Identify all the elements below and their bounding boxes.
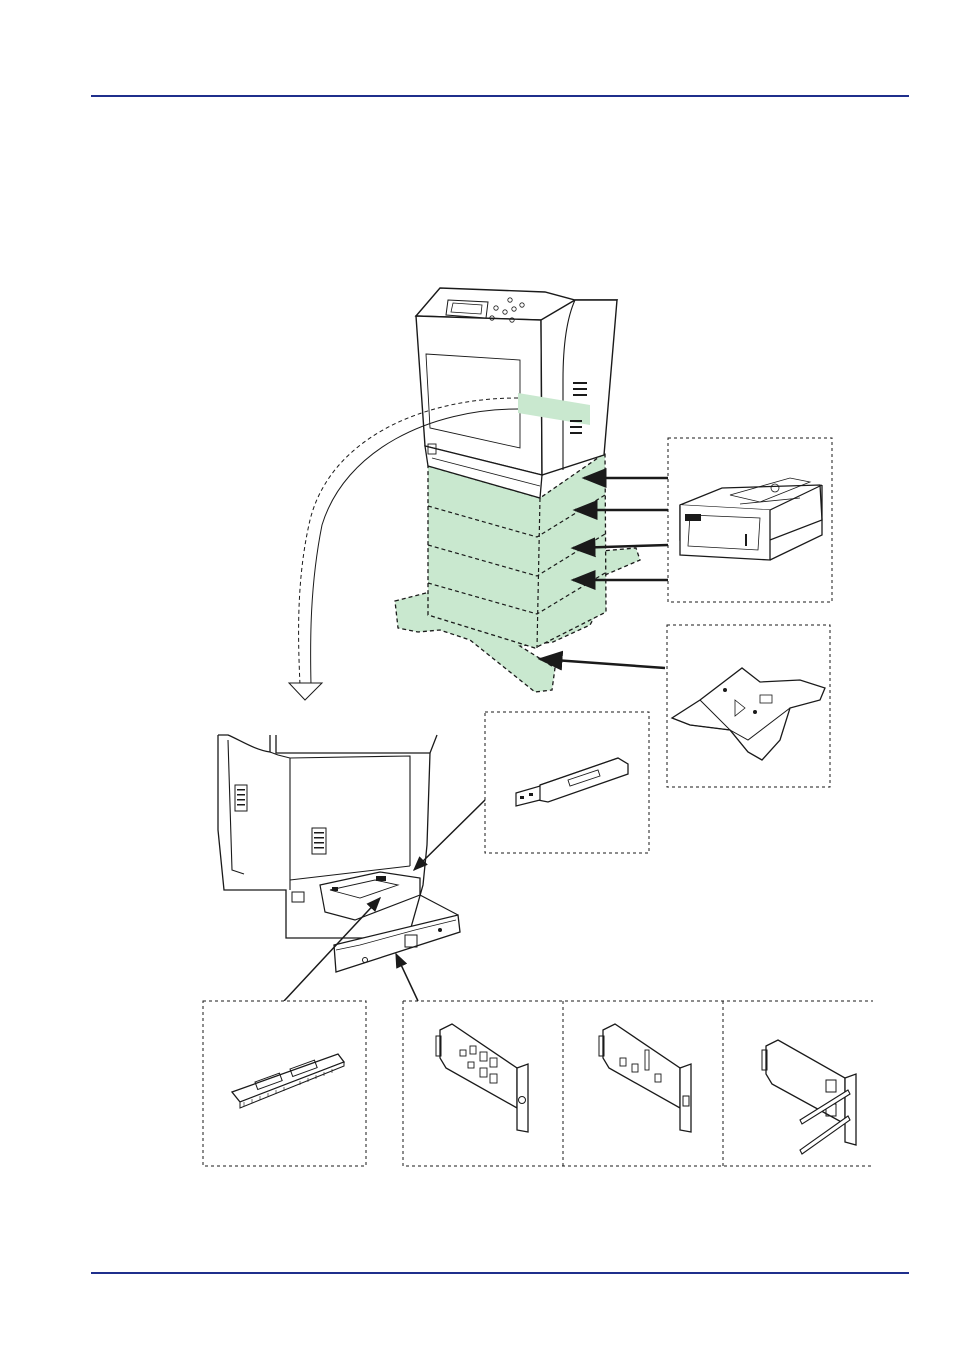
stand-arrow xyxy=(537,650,666,671)
interface-callout-arrow xyxy=(287,397,519,701)
card-leader-line xyxy=(395,952,419,1002)
printer-stack xyxy=(394,287,641,693)
usb-drive-icon xyxy=(515,757,629,807)
wireless-card-icon xyxy=(761,1039,857,1155)
caster-base-icon xyxy=(670,667,826,761)
paper-feeder-stack xyxy=(427,451,607,649)
usb-arrow xyxy=(412,799,486,872)
feeder-arrows xyxy=(570,468,669,590)
footer-rule xyxy=(91,1272,909,1274)
printer-rear-view xyxy=(217,734,461,973)
expansion-card-icon xyxy=(435,1023,529,1133)
memory-leader-line xyxy=(283,896,382,1002)
paper-tray-icon xyxy=(679,477,823,561)
expansion-card-icon xyxy=(598,1023,692,1133)
ram-module-icon xyxy=(230,1053,346,1109)
header-rule xyxy=(91,95,909,97)
printer-stand-callout xyxy=(666,624,831,788)
usb-memory-callout xyxy=(484,711,650,854)
printer-icon xyxy=(414,287,619,499)
interface-cards-callout xyxy=(402,1000,873,1167)
memory-module-callout xyxy=(202,1000,367,1167)
paper-feeder-callout xyxy=(667,437,833,603)
